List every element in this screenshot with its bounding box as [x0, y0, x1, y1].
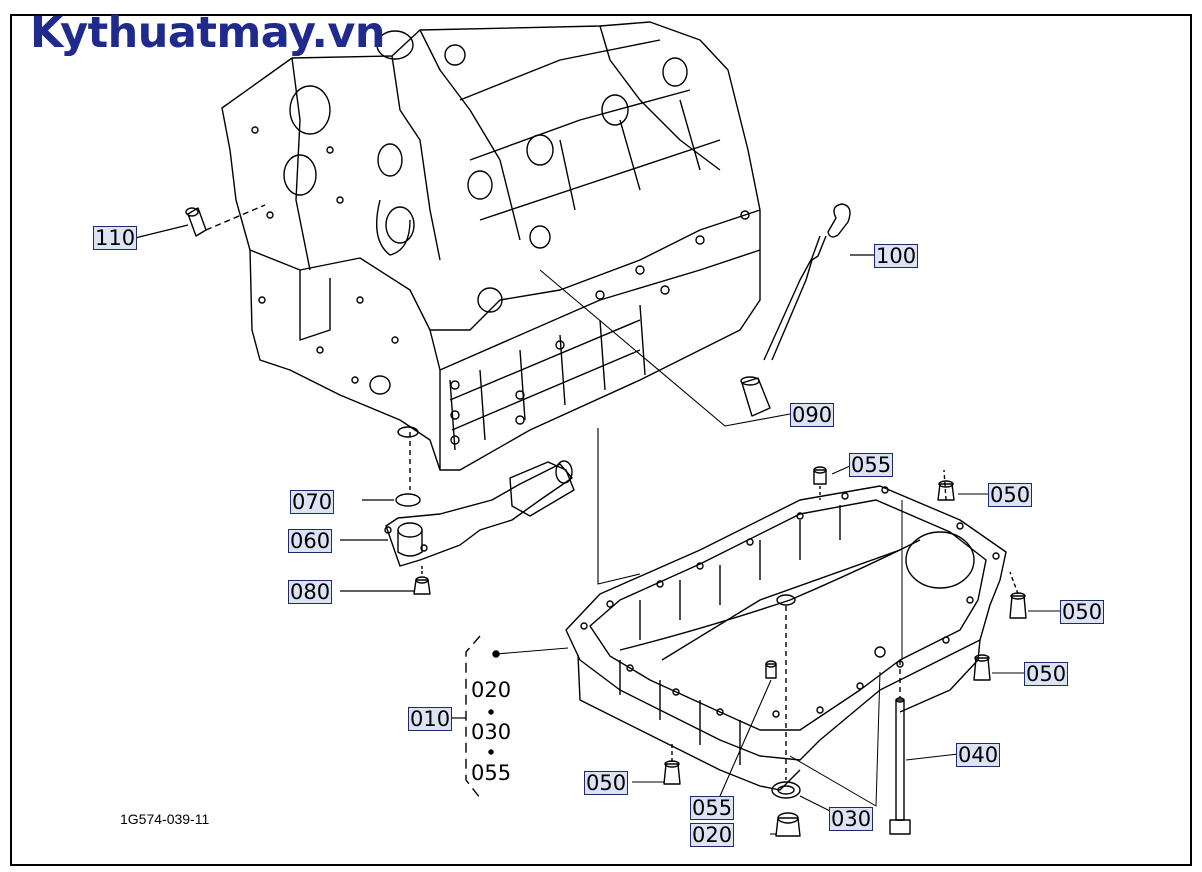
callout-055-top[interactable]: 055	[849, 453, 894, 477]
watermark-brand: Kythuatmay.vn	[30, 8, 386, 58]
callout-110[interactable]: 110	[93, 226, 138, 250]
bolt-050-c	[973, 654, 1024, 681]
plug-bolt-110	[134, 204, 266, 239]
engine-block	[221, 21, 761, 490]
callout-050-a[interactable]: 050	[988, 483, 1033, 507]
long-bolt-040	[889, 500, 959, 835]
oil-pan-010	[565, 428, 1007, 791]
callout-050-d[interactable]: 050	[584, 771, 629, 795]
kit-bracket-010	[452, 635, 569, 799]
callout-055-bottom[interactable]: 055	[690, 796, 735, 820]
bolt-050-b	[1009, 571, 1060, 619]
gasket-030	[771, 606, 881, 813]
o-ring-070	[362, 493, 421, 507]
bolt-080	[340, 566, 431, 595]
kit-item-020: 020	[471, 678, 512, 702]
dipstick-guide-pipe-090	[539, 269, 791, 427]
diagram-frame	[10, 14, 1192, 866]
callout-080[interactable]: 080	[288, 580, 333, 604]
kit-item-030: 030	[471, 720, 512, 744]
callout-040[interactable]: 040	[956, 743, 1001, 767]
drain-plug-020	[770, 812, 801, 837]
oil-dipstick-100	[763, 203, 874, 361]
bolt-050-a	[937, 469, 988, 501]
callout-050-b[interactable]: 050	[1060, 600, 1105, 624]
callout-100[interactable]: 100	[874, 244, 919, 268]
diagram-code: 1G574-039-11	[120, 811, 210, 827]
callout-020[interactable]: 020	[690, 823, 735, 847]
callout-060[interactable]: 060	[288, 529, 333, 553]
callout-090[interactable]: 090	[790, 403, 835, 427]
kit-item-055: 055	[471, 761, 512, 785]
bolt-050-d	[632, 742, 681, 785]
callout-050-c[interactable]: 050	[1024, 662, 1069, 686]
callout-010[interactable]: 010	[408, 707, 453, 731]
dowel-pin-055-top	[813, 465, 851, 500]
callout-070[interactable]: 070	[290, 490, 335, 514]
oil-strainer-060	[340, 460, 575, 567]
callout-030[interactable]: 030	[829, 807, 874, 831]
dowel-pin-055-bottom	[719, 660, 777, 797]
